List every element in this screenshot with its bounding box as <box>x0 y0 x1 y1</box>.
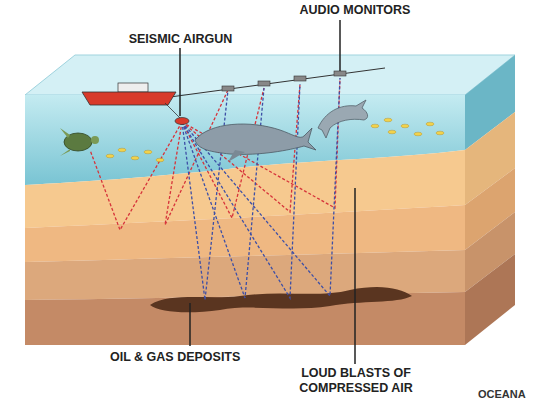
audio-monitor <box>294 76 306 81</box>
water-surface <box>25 55 515 95</box>
turtle-head <box>91 136 99 144</box>
callout-label: SEISMIC AIRGUN <box>118 32 243 47</box>
callout-label: AUDIO MONITORS <box>290 3 420 18</box>
airgun <box>175 118 189 125</box>
wave-path <box>90 122 182 230</box>
leader-lines <box>180 20 355 364</box>
wave-path <box>182 78 340 296</box>
audio-monitor <box>222 86 234 91</box>
deep-reflections <box>182 78 340 300</box>
whale <box>195 124 316 154</box>
wave-path <box>182 88 264 298</box>
streamer-cable <box>170 68 385 97</box>
survey-ship <box>82 92 176 105</box>
fish-school <box>106 148 164 162</box>
callout-label: LOUD BLASTS OF COMPRESSED AIR <box>290 366 422 396</box>
turtle-flippers <box>60 128 70 156</box>
leader-line <box>179 48 181 116</box>
ship-cabin <box>118 83 148 92</box>
tow-line <box>165 103 180 118</box>
dolphin <box>318 100 368 138</box>
leader-line <box>354 188 356 364</box>
watermark: OCEANA <box>478 387 538 402</box>
callout-label: OIL & GAS DEPOSITS <box>110 350 275 365</box>
leader-line <box>189 303 191 346</box>
whale-fin <box>228 150 245 162</box>
rock-side <box>465 254 515 345</box>
audio-monitor <box>258 81 270 86</box>
audio-monitor <box>334 71 346 76</box>
fish-school <box>371 118 444 136</box>
leader-line <box>339 20 341 71</box>
wave-path <box>165 90 228 225</box>
